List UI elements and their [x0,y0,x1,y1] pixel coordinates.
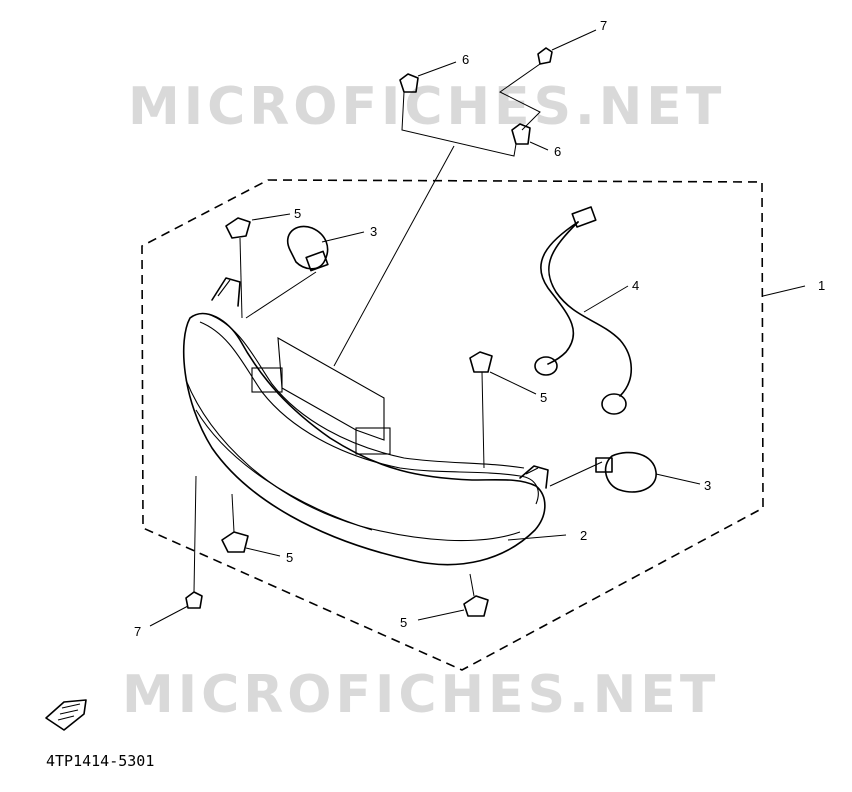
leader-3a [321,231,365,243]
clip-bottom[interactable] [463,595,489,617]
leader-7b [149,605,189,627]
wire-harness[interactable] [534,206,632,415]
callout-7b: 7 [134,624,141,639]
reference-code: 4TP1414-5301 [46,752,154,770]
leader-5d [417,609,465,621]
clip-lower-left[interactable] [221,531,249,553]
leader-6a [417,61,457,77]
bolt-bottom[interactable] [185,591,203,609]
leader-5c [245,547,281,557]
leader-3b [655,473,701,485]
leader-6b [529,141,549,151]
callout-5b: 5 [540,390,547,405]
leader-bracket-to-lens [333,145,455,367]
nut-bracket [401,91,517,157]
watermark-bottom: MICROFICHES.NET [122,665,719,725]
callout-5c: 5 [286,550,293,565]
leader-bulb-right-to-housing [549,461,603,487]
assembly-boundary [141,179,764,671]
tail-light-housing[interactable] [182,277,549,566]
callout-5d: 5 [400,615,407,630]
leader-4 [583,285,629,313]
bulb-left[interactable] [287,225,329,272]
bulb-right[interactable] [595,451,657,493]
leader-bolt-bottom-up [193,475,197,593]
leader-5b [489,371,537,395]
leader-clip-tl [239,237,243,319]
callout-3a: 3 [370,224,377,239]
nut-lower[interactable] [511,123,531,145]
leader-bulb-left-to-housing [245,271,317,319]
callout-5a: 5 [294,206,301,221]
leader-clip-ll [231,493,235,533]
callout-4: 4 [632,278,639,293]
callout-7a: 7 [600,18,607,33]
watermark-top: MICROFICHES.NET [128,77,725,137]
leader-clip-mid [481,371,485,469]
callout-3b: 3 [704,478,711,493]
nut-upper[interactable] [399,73,419,93]
leader-1 [762,285,806,297]
leader-2 [507,534,567,541]
clip-middle[interactable] [469,351,493,373]
bolt-top[interactable] [537,47,553,65]
leader-7a [551,29,597,51]
callout-6b: 6 [554,144,561,159]
callout-2: 2 [580,528,587,543]
clip-top-left[interactable] [225,217,251,239]
front-arrow-icon [45,699,87,731]
bolt-path [499,63,541,131]
leader-5a [251,213,291,221]
callout-1: 1 [818,278,825,293]
leader-clip-bottom [469,573,475,597]
callout-6a: 6 [462,52,469,67]
